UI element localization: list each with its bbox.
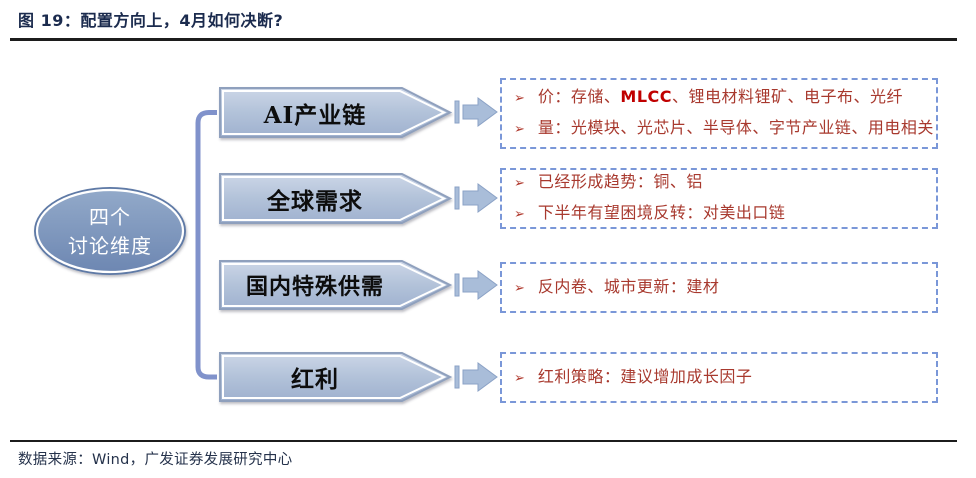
arrow-box-shape-3 [219,260,453,310]
bullet-text-segment: 红利策略：建议增加成长因子 [537,366,753,386]
bullet-item: ➢ 量：光模块、光芯片、半导体、字节产业链、用电相关 [514,115,933,143]
bullet-item: ➢ 下半年有望困境反转：对美出口链 [514,200,928,228]
arrow-box-shape-2 [219,173,453,224]
arrow-bullet-icon: ➢ [514,176,525,191]
bullet-text: 量：光模块、光芯片、半导体、字节产业链、用电相关 [538,115,934,141]
figure-title: 图 19：配置方向上，4月如何决断? [18,11,284,30]
hub-label-line1: 四个 [89,205,131,229]
points-box-ai-chain: ➢ 价：存储、MLCC、锂电材料锂矿、电子布、光纤 ➢ 量：光模块、光芯片、半导… [500,78,938,149]
arrow-box-label-ai-chain: AI产业链 [263,101,367,129]
bullet-text: 红利策略：建议增加成长因子 [538,364,753,390]
arrow-box-shape-1 [219,87,453,138]
points-box-dividend: ➢ 红利策略：建议增加成长因子 [500,352,938,403]
striped-arrow-icon-1 [454,97,498,127]
striped-arrow-icon-3 [454,270,498,300]
bullet-text-segment: 已经形成趋势：铜、铝 [537,172,703,191]
bullet-text-segment: 价：存储、 [537,87,621,106]
bullet-text-segment: 、锂电材料锂矿、电子布、光纤 [672,87,904,106]
striped-arrow-icon-2 [454,183,498,213]
arrow-box-shape-4 [219,352,453,402]
arrow-bullet-icon: ➢ [514,370,525,386]
bullet-text: 下半年有望困境反转：对美出口链 [538,200,786,226]
top-divider [10,38,957,41]
bullet-item: ➢ 反内卷、城市更新：建材 [514,274,928,302]
arrow-bullet-icon: ➢ [514,280,525,296]
arrow-bullet-icon: ➢ [514,122,525,137]
points-box-global-demand: ➢ 已经形成趋势：铜、铝 ➢ 下半年有望困境反转：对美出口链 [500,168,938,229]
arrow-bullet-icon: ➢ [514,207,525,222]
bullet-text-segment: 量：光模块、光芯片、半导体、字节产业链、用电相关 [537,118,934,137]
bullet-text: 已经形成趋势：铜、铝 [538,169,703,195]
bullet-item: ➢ 价：存储、MLCC、锂电材料锂矿、电子布、光纤 [514,84,928,112]
striped-arrow-icon-4 [454,362,498,392]
bullet-text: 价：存储、MLCC、锂电材料锂矿、电子布、光纤 [538,84,903,110]
arrow-bullet-icon: ➢ [514,91,525,106]
bottom-divider [10,440,957,442]
hub-ellipse [34,187,186,275]
bullet-item: ➢ 红利策略：建议增加成长因子 [514,364,928,392]
arrow-box-label-domestic-supply-demand: 国内特殊供需 [245,274,384,300]
bullet-text-emphasis: MLCC [620,87,673,106]
bullet-text-segment: 下半年有望困境反转：对美出口链 [537,203,786,222]
points-box-domestic-supply-demand: ➢ 反内卷、城市更新：建材 [500,262,938,313]
hub-label: 四个 讨论维度 [34,203,186,261]
arrow-box-label-global-demand: 全球需求 [267,187,363,215]
bullet-text: 反内卷、城市更新：建材 [538,274,720,300]
hub-label-line2: 讨论维度 [68,234,152,258]
bracket-connector-line [195,110,217,380]
bullet-text-segment: 反内卷、城市更新：建材 [537,276,720,296]
bullet-item: ➢ 已经形成趋势：铜、铝 [514,169,928,197]
arrow-box-label-dividend: 红利 [291,366,339,393]
data-source-note: 数据来源：Wind，广发证券发展研究中心 [18,452,293,468]
